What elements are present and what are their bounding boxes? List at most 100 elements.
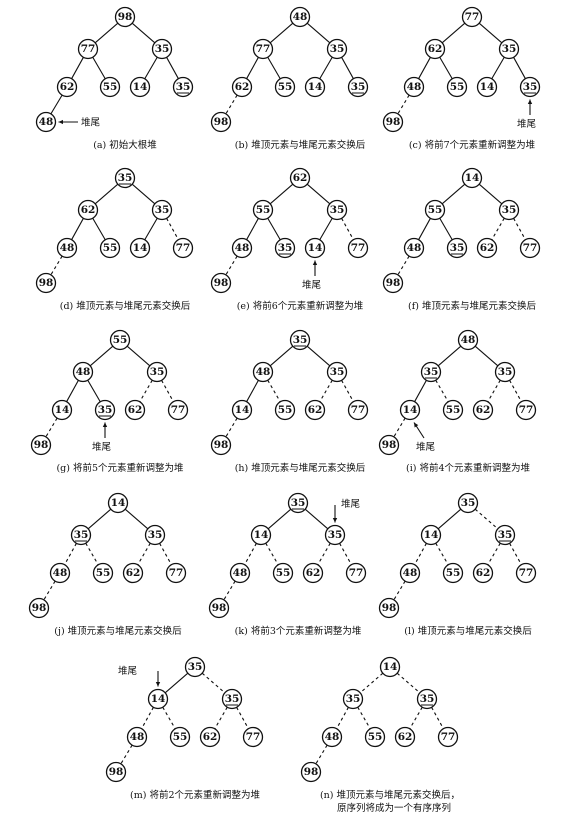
- node-circle: [56, 76, 78, 98]
- tree-edge: [267, 56, 281, 80]
- tree-edge: [341, 218, 354, 240]
- heap-tail-annotation: 堆尾: [302, 260, 321, 291]
- heap-tail-label: 堆尾: [81, 118, 100, 129]
- node-circle: [457, 492, 479, 514]
- heap-node: 35: [457, 492, 479, 514]
- heap-node: 98: [208, 597, 230, 619]
- tree-edge: [94, 22, 119, 44]
- heap-node: 55: [109, 329, 131, 351]
- node-circle: [210, 111, 232, 133]
- node-circle: [151, 38, 173, 60]
- heap-node: 35: [144, 524, 166, 546]
- node-circle: [210, 434, 232, 456]
- node-circle: [446, 237, 468, 259]
- tree-edge: [315, 744, 328, 765]
- panel-caption: (k) 将前3个元素重新调整为堆: [235, 625, 362, 637]
- heap-node: 48: [126, 726, 148, 748]
- node-circle: [289, 329, 311, 351]
- node-value: 55: [96, 567, 111, 579]
- tree-edge: [487, 542, 501, 566]
- tree-edge: [265, 542, 279, 566]
- node-circle: [519, 76, 541, 98]
- heap-node: 62: [476, 237, 498, 259]
- heap-node: 14: [304, 76, 326, 98]
- node-circle: [99, 76, 121, 98]
- node-value: 35: [74, 529, 89, 541]
- tree-edge: [267, 217, 281, 241]
- node-circle: [457, 329, 479, 351]
- node-circle: [382, 111, 404, 133]
- panel-caption: (n) 堆顶元素与堆尾元素交换后，: [320, 789, 460, 801]
- tree-edge: [201, 672, 226, 694]
- tree-edge: [418, 57, 431, 79]
- heap-node: 14: [399, 399, 421, 421]
- node-value: 48: [407, 81, 422, 93]
- node-circle: [129, 237, 151, 259]
- tree-edge: [124, 508, 149, 530]
- heap-node: 35: [420, 361, 442, 383]
- node-circle: [35, 272, 57, 294]
- node-circle: [70, 524, 92, 546]
- node-value: 48: [235, 242, 250, 254]
- node-value: 77: [176, 242, 191, 254]
- panel-caption: (b) 堆顶元素与堆尾元素交换后: [235, 139, 366, 151]
- heap-node: 35: [114, 167, 136, 189]
- heap-node: 55: [442, 399, 464, 421]
- heap-node: 55: [99, 237, 121, 259]
- node-value: 55: [450, 81, 465, 93]
- heap-node: 35: [326, 199, 348, 221]
- tree-edge: [162, 706, 176, 730]
- node-value: 55: [113, 334, 128, 346]
- node-value: 35: [150, 366, 165, 378]
- tree-edge: [474, 345, 499, 367]
- node-value: 35: [98, 404, 113, 416]
- heap-tail-label: 堆尾: [416, 442, 435, 453]
- node-value: 35: [461, 497, 476, 509]
- heap-node: 35: [324, 524, 346, 546]
- panel-caption: (a) 初始大根堆: [93, 139, 157, 151]
- node-circle: [221, 688, 243, 710]
- panel-caption: (f) 堆顶元素与堆尾元素交换后: [408, 300, 536, 312]
- tree-edge: [269, 183, 294, 205]
- heap-node: 77: [252, 38, 274, 60]
- tree-edge: [339, 543, 352, 565]
- node-value: 55: [103, 242, 118, 254]
- panel-caption: (l) 堆顶元素与堆尾元素交换后: [404, 625, 532, 637]
- node-circle: [300, 761, 322, 783]
- node-value: 14: [424, 529, 439, 541]
- tree-edge: [509, 380, 522, 402]
- node-value: 14: [55, 404, 70, 416]
- tree-edge: [45, 417, 58, 438]
- heap-node: 35: [446, 237, 468, 259]
- node-value: 48: [60, 242, 75, 254]
- node-value: 35: [420, 693, 435, 705]
- node-circle: [165, 562, 187, 584]
- heap-node: 77: [515, 562, 537, 584]
- node-circle: [114, 167, 136, 189]
- heap-node: 14: [476, 76, 498, 98]
- node-circle: [321, 726, 343, 748]
- node-circle: [476, 76, 498, 98]
- node-circle: [51, 399, 73, 421]
- node-value: 35: [155, 43, 170, 55]
- panel-caption: (h) 堆顶元素与堆尾元素交换后: [235, 462, 366, 474]
- heap-node: 14: [129, 237, 151, 259]
- node-value: 62: [235, 81, 250, 93]
- heap-node: 98: [382, 272, 404, 294]
- node-circle: [347, 76, 369, 98]
- heap-tail-annotation: 堆尾: [517, 99, 536, 130]
- node-value: 48: [403, 567, 418, 579]
- node-value: 98: [32, 602, 47, 614]
- node-value: 62: [480, 242, 495, 254]
- node-value: 14: [133, 81, 148, 93]
- tree-edge: [71, 218, 84, 240]
- node-value: 62: [293, 172, 308, 184]
- node-circle: [494, 361, 516, 383]
- node-circle: [420, 524, 442, 546]
- node-circle: [347, 237, 369, 259]
- heap-tail-annotation: 堆尾: [332, 499, 360, 523]
- heap-node: 55: [274, 76, 296, 98]
